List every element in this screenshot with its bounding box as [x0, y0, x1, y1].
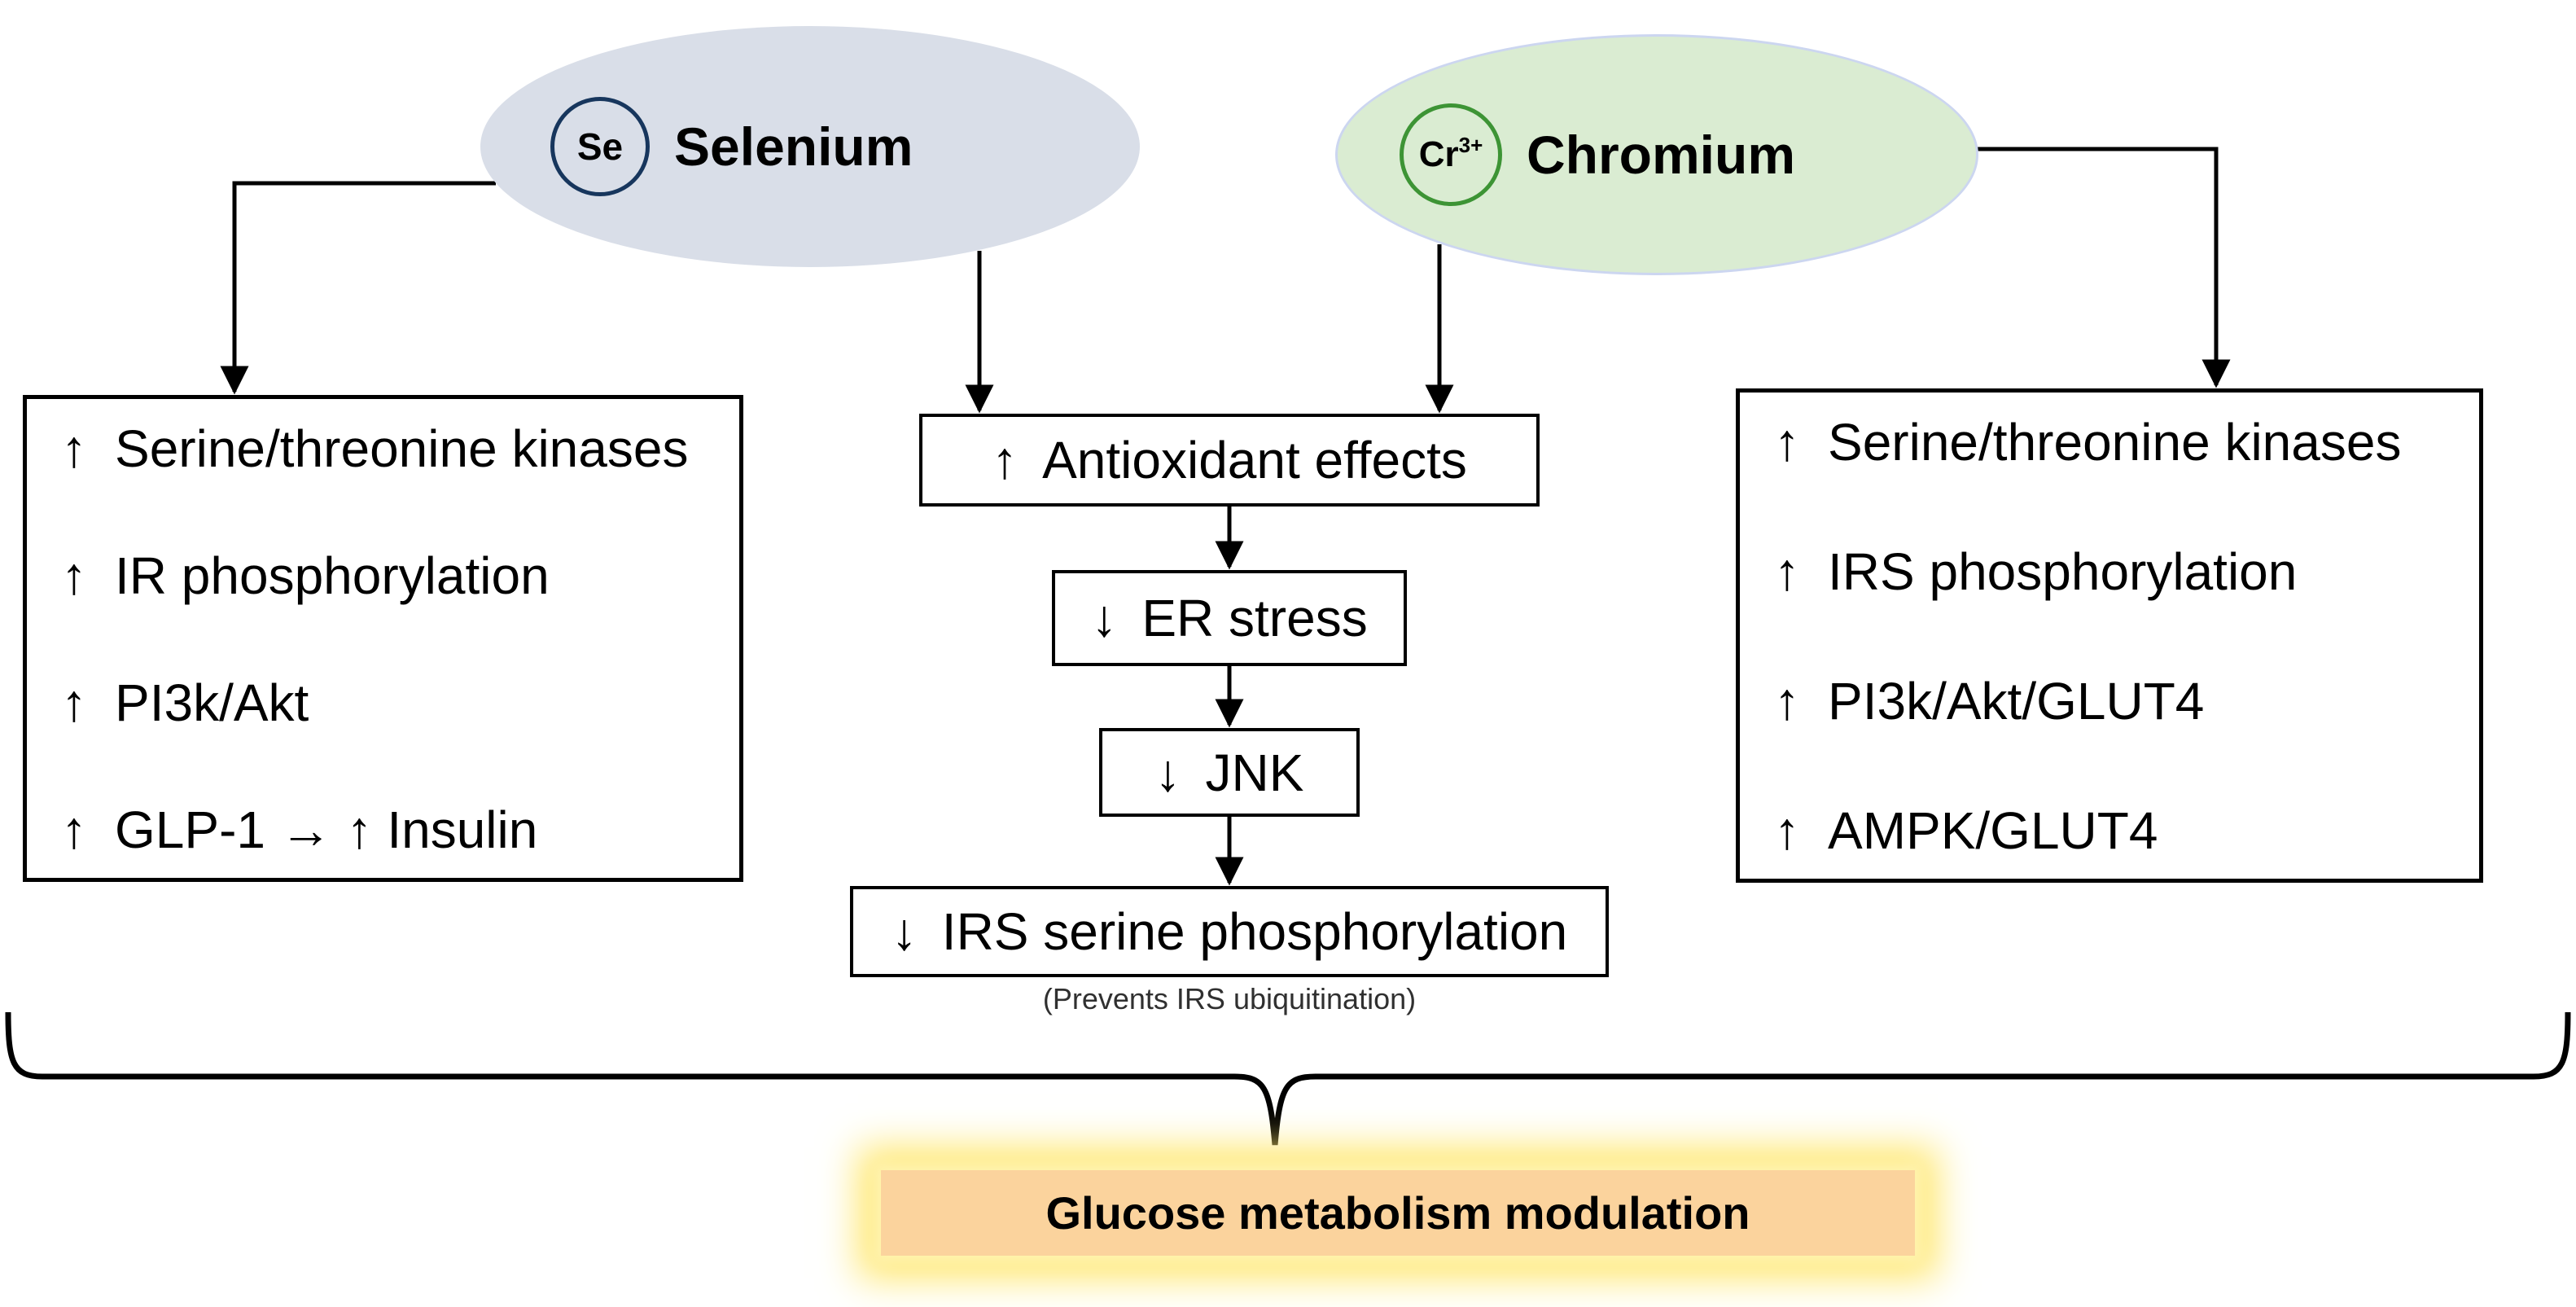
list-item: ↑ IRS phosphorylation — [1774, 542, 2471, 601]
list-item: ↑ GLP-1 → ↑ Insulin — [61, 800, 731, 859]
up-arrow-icon: ↑ — [61, 800, 87, 859]
irs-label: IRS serine phosphorylation — [941, 902, 1568, 961]
up-arrow-icon: ↑ — [1774, 801, 1800, 860]
down-arrow-icon: ↓ — [1154, 743, 1181, 802]
list-item: ↑ Serine/threonine kinases — [61, 419, 731, 478]
connector-chromium-to-right-box — [1970, 147, 2231, 388]
selenium-element-icon: Se — [550, 97, 650, 196]
item-label: IR phosphorylation — [115, 546, 550, 605]
chromium-label: Chromium — [1527, 125, 1795, 185]
connector-selenium-to-left-box — [220, 181, 496, 395]
irs-caption: (Prevents IRS ubiquitination) — [1042, 982, 1417, 1015]
jnk-label: JNK — [1205, 743, 1304, 802]
glucose-metabolism-label: Glucose metabolism modulation — [1045, 1187, 1750, 1239]
down-arrow-icon: ↓ — [1091, 589, 1118, 647]
up-arrow-icon: ↑ — [61, 673, 87, 732]
item-label: Serine/threonine kinases — [1828, 413, 2402, 471]
selenium-effects-box: ↑ Serine/threonine kinases ↑ IR phosphor… — [23, 395, 743, 882]
item-label: PI3k/Akt/GLUT4 — [1828, 672, 2205, 730]
down-arrow-icon: ↓ — [891, 902, 918, 961]
item-label: AMPK/GLUT4 — [1828, 801, 2158, 860]
up-arrow-icon: ↑ — [61, 419, 87, 478]
list-item: ↑ Serine/threonine kinases — [1774, 413, 2471, 471]
up-arrow-icon: ↑ — [1774, 672, 1800, 730]
item-label: GLP-1 → ↑ Insulin — [115, 800, 538, 859]
list-item: ↑ AMPK/GLUT4 — [1774, 801, 2471, 860]
chromium-symbol: Cr — [1418, 134, 1459, 174]
up-arrow-icon: ↑ — [992, 431, 1019, 489]
antioxidant-label: Antioxidant effects — [1042, 431, 1467, 489]
list-item: ↑ IR phosphorylation — [61, 546, 731, 605]
selenium-symbol: Se — [576, 125, 624, 168]
er-stress-box: ↓ ER stress — [1052, 570, 1407, 666]
er-stress-label: ER stress — [1141, 589, 1368, 647]
chromium-effects-box: ↑ Serine/threonine kinases ↑ IRS phospho… — [1736, 388, 2483, 883]
item-label: IRS phosphorylation — [1828, 542, 2298, 601]
jnk-box: ↓ JNK — [1099, 728, 1360, 817]
list-item: ↑ PI3k/Akt — [61, 673, 731, 732]
brace — [5, 1011, 2571, 1146]
up-arrow-icon: ↑ — [1774, 413, 1800, 471]
glucose-metabolism-box: Glucose metabolism modulation — [881, 1170, 1915, 1256]
selenium-label: Selenium — [674, 116, 913, 177]
item-label: Serine/threonine kinases — [115, 419, 689, 478]
selenium-node: Se Selenium — [480, 26, 1140, 267]
item-label: PI3k/Akt — [115, 673, 309, 732]
antioxidant-effects-box: ↑ Antioxidant effects — [919, 414, 1540, 507]
list-item: ↑ PI3k/Akt/GLUT4 — [1774, 672, 2471, 730]
irs-serine-phosphorylation-box: ↓ IRS serine phosphorylation — [850, 886, 1609, 977]
up-arrow-icon: ↑ — [1774, 542, 1800, 601]
up-arrow-icon: ↑ — [61, 546, 87, 605]
